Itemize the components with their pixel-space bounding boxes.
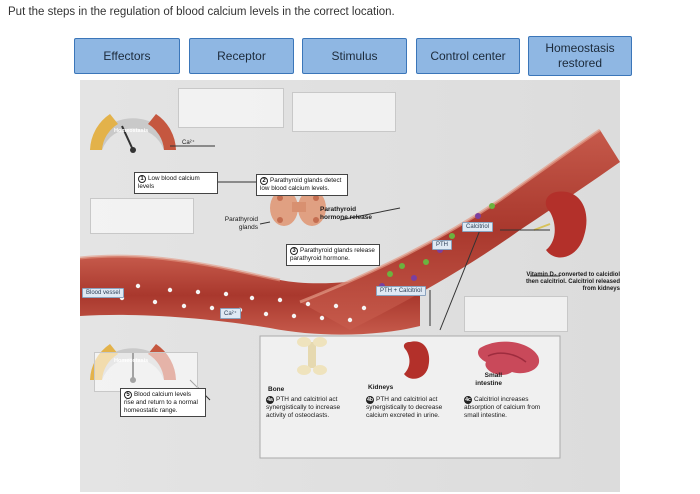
choice-receptor[interactable]: Receptor — [189, 38, 294, 74]
drop-target-receptor[interactable] — [178, 88, 284, 128]
choice-effectors[interactable]: Effectors — [74, 38, 180, 74]
calcium-label-top: Ca²⁺ — [182, 140, 195, 146]
pth-tag: PTH — [432, 240, 452, 250]
vitamin-d-label: Vitamin D₃ converted to calcidiol then c… — [525, 272, 620, 293]
choice-stimulus[interactable]: Stimulus — [302, 38, 407, 74]
calcium-particles — [119, 283, 367, 323]
bone-icon — [297, 337, 327, 375]
drop-target-effectors[interactable] — [464, 296, 568, 332]
intestine-label: Small intestine — [475, 372, 502, 387]
kidneys-label: Kidneys — [368, 384, 394, 391]
calcium-vessel-tag: Ca²⁺ — [220, 308, 241, 319]
blood-vessel-diagonal — [300, 130, 620, 330]
gauge-top-icon — [90, 114, 176, 153]
parathyroid-release-label: Parathyroid hormone release — [320, 206, 373, 221]
choice-control-center[interactable]: Control center — [416, 38, 520, 74]
bone-label: Bone — [268, 386, 285, 393]
pth-calcitriol-tag: PTH + Calcitriol — [376, 286, 426, 296]
figure-illustration — [80, 80, 620, 492]
choice-homeostasis-restored[interactable]: Homeostasis restored — [528, 36, 632, 76]
blood-vessel-tag: Blood vessel — [82, 288, 125, 298]
question-text: Put the steps in the regulation of blood… — [8, 6, 395, 18]
kidney-small-icon — [403, 341, 430, 379]
calcitriol-tag: Calcitriol — [462, 222, 494, 232]
parathyroid-gland-icon — [270, 190, 326, 226]
drop-target-control-center[interactable] — [292, 92, 396, 132]
kidney-large-icon — [533, 191, 587, 258]
drop-target-stimulus[interactable] — [90, 198, 194, 234]
parathyroid-glands-label: Parathyroid glands — [224, 216, 258, 231]
gauge-label-top: Homeostasis — [114, 128, 149, 134]
gauge-label-bottom: Homeostasis — [114, 358, 149, 364]
small-intestine-icon — [478, 341, 540, 375]
